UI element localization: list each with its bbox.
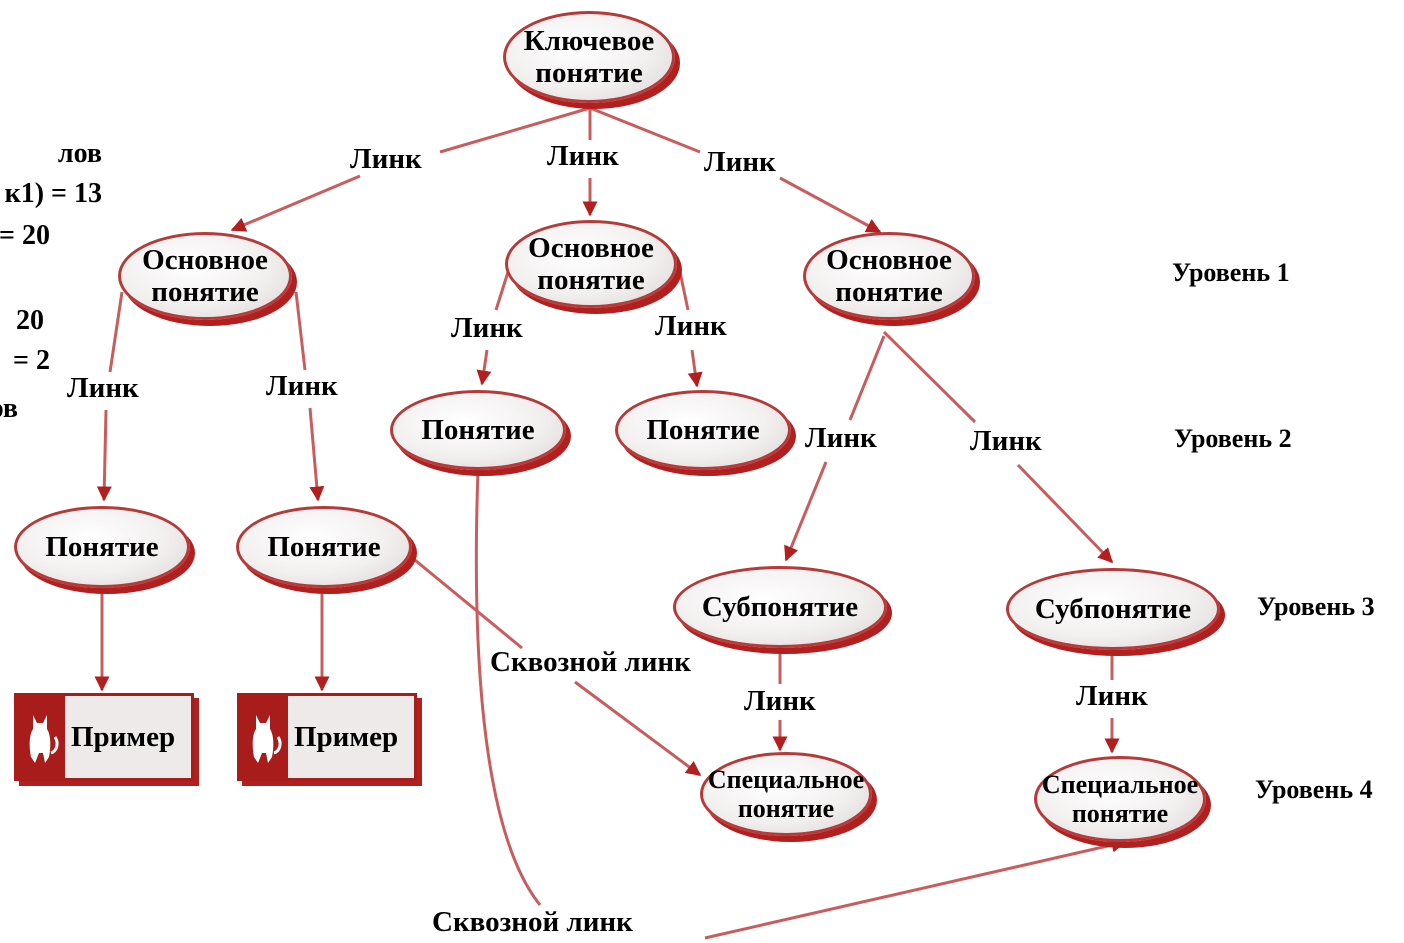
main-concept-label: Основное понятие xyxy=(142,243,268,308)
edge-main3-sub2 xyxy=(882,330,1112,562)
level-label: Уровень 2 xyxy=(1174,424,1292,453)
stats-line: лов xyxy=(57,138,102,169)
stats-line: ов xyxy=(0,393,18,424)
concept-node[interactable]: Понятие xyxy=(615,390,791,470)
cat-icon xyxy=(240,696,288,778)
stats-fragment: лов к1) = 13 = 20 20 = 2 ов xyxy=(0,0,110,440)
link-label: Линк xyxy=(547,140,619,172)
edge-root-main1 xyxy=(232,106,591,230)
cat-icon xyxy=(17,696,65,778)
cross-link-concept2-special1 xyxy=(409,554,700,775)
link-label: Линк xyxy=(744,685,816,717)
subconcept-node[interactable]: Субпонятие xyxy=(673,566,887,648)
link-label: Линк xyxy=(350,143,422,175)
stats-line: 20 xyxy=(16,305,44,336)
cross-link-concept3-special2 xyxy=(474,469,1125,940)
link-label: Линк xyxy=(970,425,1042,457)
level-label: Уровень 1 xyxy=(1172,258,1290,287)
edge-root-main3 xyxy=(589,106,880,232)
edge-main2-concept4 xyxy=(678,271,697,386)
link-label: Линк xyxy=(1076,680,1148,712)
special-concept-node[interactable]: Специальное понятие xyxy=(700,752,872,836)
example-label: Пример xyxy=(294,720,399,753)
cross-link-label: Сквозной линк xyxy=(490,646,691,678)
main-concept-node[interactable]: Основное понятие xyxy=(505,220,677,308)
edge-main2-concept3 xyxy=(482,271,510,384)
edge-main3-sub1 xyxy=(786,335,886,560)
subconcept-label: Субпонятие xyxy=(701,590,859,623)
stats-line: к1) = 13 xyxy=(4,178,102,209)
key-concept-label: Ключевое понятие xyxy=(523,24,655,89)
concept-label: Понятие xyxy=(421,413,535,446)
main-concept-label: Основное понятие xyxy=(826,243,952,308)
edge-main1-concept1 xyxy=(104,291,124,500)
special-concept-label: Специальное понятие xyxy=(1041,769,1199,828)
link-label: Линк xyxy=(704,146,776,178)
concept-label: Понятие xyxy=(646,413,760,446)
link-label: Линк xyxy=(655,310,727,342)
concept-label: Понятие xyxy=(45,530,159,563)
key-concept-node[interactable]: Ключевое понятие xyxy=(503,11,675,103)
example-box[interactable]: Пример xyxy=(14,693,194,781)
link-label: Линк xyxy=(451,312,523,344)
example-box[interactable]: Пример xyxy=(237,693,417,781)
concept-label: Понятие xyxy=(267,530,381,563)
concept-node[interactable]: Понятие xyxy=(236,506,412,588)
cross-link-label: Сквозной линк xyxy=(432,906,633,938)
special-concept-node[interactable]: Специальное понятие xyxy=(1034,756,1206,842)
subconcept-node[interactable]: Субпонятие xyxy=(1006,568,1220,650)
main-concept-node[interactable]: Основное понятие xyxy=(118,232,292,320)
concept-node[interactable]: Понятие xyxy=(14,506,190,588)
level-label: Уровень 3 xyxy=(1257,592,1375,621)
stats-line: = 20 xyxy=(0,220,50,251)
main-concept-label: Основное понятие xyxy=(528,231,654,296)
edge-main1-concept2 xyxy=(294,291,318,500)
concept-node[interactable]: Понятие xyxy=(390,390,566,470)
link-label: Линк xyxy=(67,372,139,404)
stats-line: = 2 xyxy=(13,345,50,376)
link-label: Линк xyxy=(266,370,338,402)
example-label: Пример xyxy=(71,720,176,753)
subconcept-label: Субпонятие xyxy=(1034,592,1192,625)
main-concept-node[interactable]: Основное понятие xyxy=(803,232,975,320)
level-label: Уровень 4 xyxy=(1255,775,1373,804)
link-label: Линк xyxy=(805,422,877,454)
special-concept-label: Специальное понятие xyxy=(707,764,865,823)
